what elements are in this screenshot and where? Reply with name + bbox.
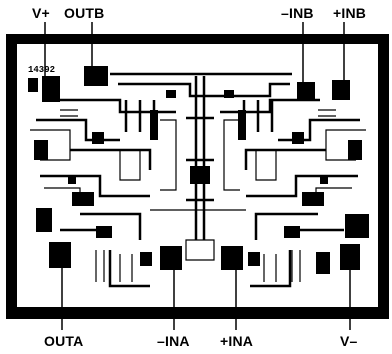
pad-out-b — [84, 66, 108, 86]
pin-label-v-minus: V– — [340, 333, 358, 349]
pad-plus-in-b — [332, 80, 350, 100]
pin-label-plus-in-a: +INA — [220, 333, 254, 349]
pad-side-right — [345, 214, 369, 238]
pin-label-minus-in-a: –INA — [157, 333, 190, 349]
pin-label-plus-in-b: +INB — [333, 5, 367, 21]
pad-plus-in-a — [221, 246, 243, 270]
pin-label-out-a: OUTA — [44, 333, 84, 349]
pin-label-minus-in-b: –INB — [281, 5, 314, 21]
pad-out-a — [49, 242, 71, 268]
pad-minus-in-a — [160, 246, 182, 270]
pin-label-out-b: OUTB — [64, 5, 105, 21]
bond-wires — [44, 22, 351, 330]
die-logo-mark — [28, 78, 38, 92]
pad-v-minus — [340, 244, 360, 270]
die-part-mark: 14392 — [28, 65, 55, 75]
pad-v-plus — [42, 76, 60, 102]
device-blocks — [34, 90, 362, 274]
fine-traces — [30, 109, 366, 282]
pad-side-left — [36, 208, 52, 232]
pad-minus-in-b — [297, 82, 315, 100]
bond-pads — [36, 66, 369, 270]
pin-label-v-plus: V+ — [32, 5, 50, 21]
